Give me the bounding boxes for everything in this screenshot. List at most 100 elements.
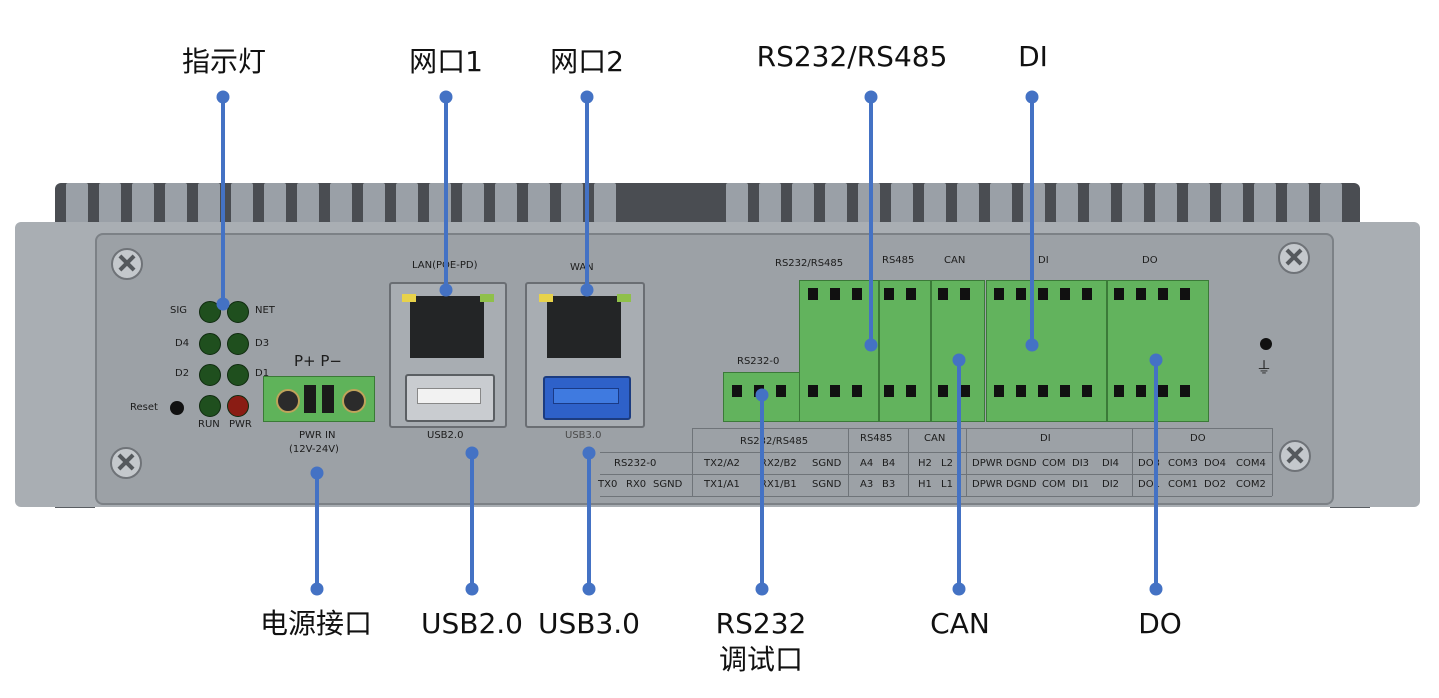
table-cell: DO4 — [1204, 458, 1226, 469]
reset-button[interactable] — [170, 401, 184, 415]
terminal-pin — [808, 385, 818, 397]
callout-dot — [216, 90, 230, 104]
power-polarity-label: P+ P− — [294, 352, 342, 370]
screw-icon — [1278, 242, 1310, 274]
terminal-pin — [1016, 385, 1026, 397]
di-block-label: DI — [1038, 255, 1049, 266]
wan-port[interactable] — [547, 296, 621, 358]
rs232-485-terminal[interactable] — [799, 280, 879, 422]
rs485-terminal[interactable] — [879, 280, 931, 422]
callout-line-usb3 — [587, 453, 591, 590]
callout-line-can — [957, 360, 961, 590]
table-header-rs485: RS485 — [860, 433, 893, 444]
led-run — [199, 395, 221, 417]
usb3-port[interactable] — [543, 376, 631, 420]
screw-icon — [110, 447, 142, 479]
table-cell: RX1/B1 — [760, 479, 797, 490]
callout-dot — [580, 90, 594, 104]
terminal-pin — [808, 288, 818, 300]
callout-dot — [952, 353, 966, 367]
table-cell: DI1 — [1072, 479, 1090, 490]
terminal-pin — [1136, 385, 1146, 397]
table-cell: SGND — [812, 458, 842, 469]
callout-dot — [1025, 338, 1039, 352]
led-label-net: NET — [255, 305, 275, 316]
callout-dot — [582, 582, 596, 596]
terminal-pin — [994, 385, 1004, 397]
callout-line-power — [315, 473, 319, 590]
table-header-di: DI — [1040, 433, 1051, 444]
heatsink-fin — [891, 183, 913, 223]
power-voltage-label: (12V-24V) — [289, 444, 339, 455]
table-cell: COM4 — [1236, 458, 1266, 469]
di-terminal[interactable] — [986, 280, 1107, 422]
terminal-pin — [1016, 288, 1026, 300]
terminal-pin — [830, 385, 840, 397]
do-terminal[interactable] — [1107, 280, 1209, 422]
heatsink-fin — [759, 183, 781, 223]
table-cell: COM1 — [1168, 479, 1198, 490]
table-cell: DI4 — [1102, 458, 1120, 469]
callout-label-usb3: USB3.0 — [537, 607, 641, 640]
heatsink-fin — [231, 183, 253, 223]
heatsink-fin — [132, 183, 154, 223]
reset-label: Reset — [130, 402, 158, 413]
callout-label-usb2: USB2.0 — [420, 607, 524, 640]
terminal-pin — [852, 288, 862, 300]
rs485-block-label: RS485 — [882, 255, 915, 266]
table-cell: DO1 — [1138, 479, 1160, 490]
wan-label: WAN — [570, 262, 594, 273]
lan-led-icon — [480, 294, 494, 302]
table-cell: COM3 — [1168, 458, 1198, 469]
callout-label-rs232-485: RS232/RS485 — [756, 40, 948, 73]
table-cell: TX0 — [598, 479, 618, 490]
terminal-pin — [960, 385, 970, 397]
screw-icon — [1279, 440, 1311, 472]
usb2-port[interactable] — [405, 374, 495, 422]
terminal-pin — [852, 385, 862, 397]
callout-label-lan2: 网口2 — [550, 45, 624, 78]
terminal-pin — [830, 288, 840, 300]
heatsink-fin — [594, 183, 616, 223]
callout-line-rs232-485 — [869, 97, 873, 347]
callout-dot — [1149, 582, 1163, 596]
callout-dot — [1149, 353, 1163, 367]
heatsink-fin — [990, 183, 1012, 223]
lan-led-icon — [402, 294, 416, 302]
table-cell: COM — [1042, 479, 1066, 490]
table-cell: RX0 — [626, 479, 647, 490]
table-cell: DO2 — [1204, 479, 1226, 490]
callout-dot — [310, 466, 324, 480]
table-cell: H2 — [918, 458, 932, 469]
usb3-label: USB3.0 — [565, 430, 602, 441]
do-block-label: DO — [1142, 255, 1158, 266]
heatsink-fin — [924, 183, 946, 223]
table-cell: RS232-0 — [614, 458, 657, 469]
led-label-d4: D4 — [175, 338, 190, 349]
callout-dot — [216, 297, 230, 311]
callout-dot — [439, 90, 453, 104]
heatsink-fin — [1287, 183, 1309, 223]
led-d3 — [227, 333, 249, 355]
table-cell: DI3 — [1072, 458, 1090, 469]
heatsink-fin — [1221, 183, 1243, 223]
power-in-label: PWR IN — [299, 430, 336, 441]
heatsink-fin — [396, 183, 418, 223]
callout-label-power: 电源接口 — [259, 607, 373, 640]
heatsink-fin — [792, 183, 814, 223]
table-cell: B4 — [882, 458, 896, 469]
table-header-rs232-485: RS232/RS485 — [740, 436, 809, 447]
led-d2 — [199, 364, 221, 386]
terminal-pin — [994, 288, 1004, 300]
heatsink-fin — [726, 183, 748, 223]
terminal-pin — [1114, 385, 1124, 397]
callout-label-rs232-debug-line2: 调试口 — [718, 643, 804, 676]
heatsink-fin — [528, 183, 550, 223]
led-label-d2: D2 — [175, 368, 190, 379]
terminal-pin — [1060, 385, 1070, 397]
heatsink-fin — [99, 183, 121, 223]
led-label-sig: SIG — [170, 305, 188, 316]
heatsink-fin — [825, 183, 847, 223]
table-cell: COM2 — [1236, 479, 1266, 490]
lan-port[interactable] — [410, 296, 484, 358]
